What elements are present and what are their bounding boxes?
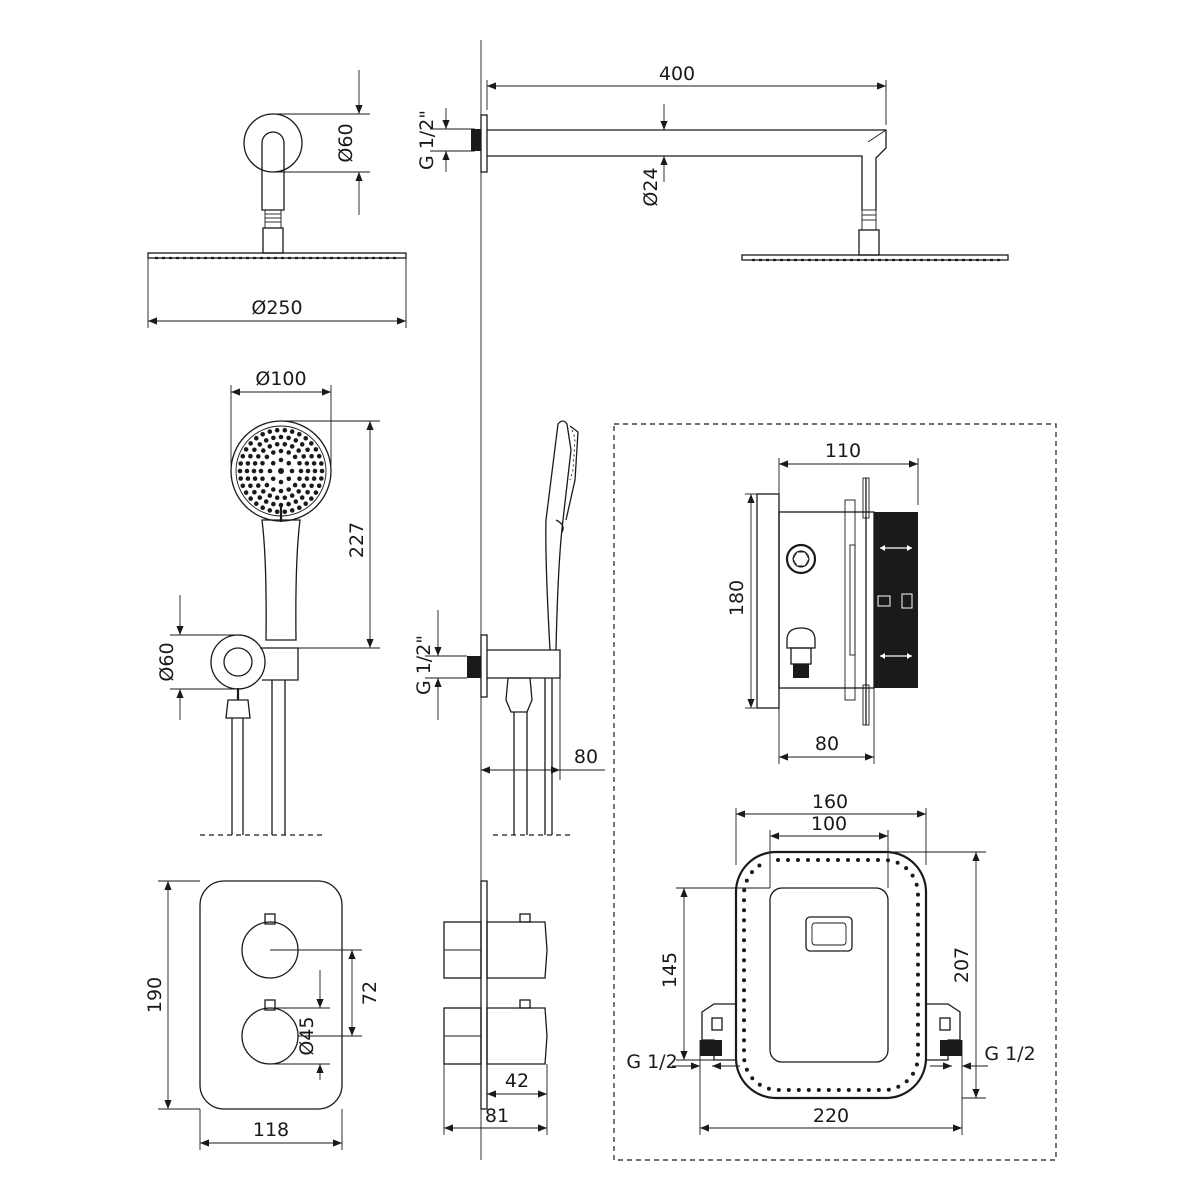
- box-depth-label: 80: [815, 733, 839, 755]
- hand-shower-side-view: G 1/2" 80: [413, 420, 605, 836]
- plate-width-label: 118: [253, 1119, 289, 1141]
- arm-thread-label: G 1/2": [416, 110, 438, 170]
- concealed-box-front-view: 160 100 145 207 G 1/2 G 1/2 220: [626, 791, 1036, 1135]
- total-depth-label: 81: [485, 1105, 509, 1127]
- inlet-right-label: G 1/2: [984, 1043, 1035, 1065]
- hand-depth-label: 80: [574, 746, 598, 768]
- concealed-box-side-view: 110 180 80: [726, 440, 919, 764]
- hand-length-label: 227: [346, 522, 368, 558]
- arm-length-label: 400: [659, 63, 695, 85]
- trim-plate-front-view: 190 118 72 Ø45: [144, 880, 381, 1150]
- arm-dia-label: Ø24: [640, 167, 662, 206]
- cover-width-label: 100: [811, 813, 847, 835]
- inlet-height-label: 145: [659, 952, 681, 988]
- hand-shower-front-view: Ø100 227 Ø60: [156, 368, 380, 836]
- head-shower-side-view: 400 G 1/2" Ø24: [416, 63, 1009, 262]
- head-mount-dia-label: Ø60: [335, 123, 357, 162]
- frame-width-label: 160: [812, 791, 848, 813]
- knob-depth-label: 42: [505, 1070, 529, 1092]
- inlet-spacing-label: 220: [813, 1105, 849, 1127]
- concealed-box-area: [613, 423, 1057, 1161]
- frame-height-label: 207: [951, 947, 973, 983]
- box-height-label: 180: [726, 580, 748, 616]
- hand-head-dia-label: Ø100: [255, 368, 306, 390]
- inlet-left-label: G 1/2: [626, 1051, 677, 1073]
- plate-height-label: 190: [144, 977, 166, 1013]
- hand-holder-dia-label: Ø60: [156, 642, 178, 681]
- trim-plate-side-view: 42 81: [443, 880, 548, 1135]
- head-shower-front-view: Ø60 Ø250: [147, 70, 407, 328]
- hand-thread-label: G 1/2": [413, 635, 435, 695]
- head-dia-label: Ø250: [251, 297, 302, 319]
- knob-spacing-label: 72: [359, 981, 381, 1005]
- knob-dia-label: Ø45: [296, 1016, 318, 1055]
- box-width-label: 110: [825, 440, 861, 462]
